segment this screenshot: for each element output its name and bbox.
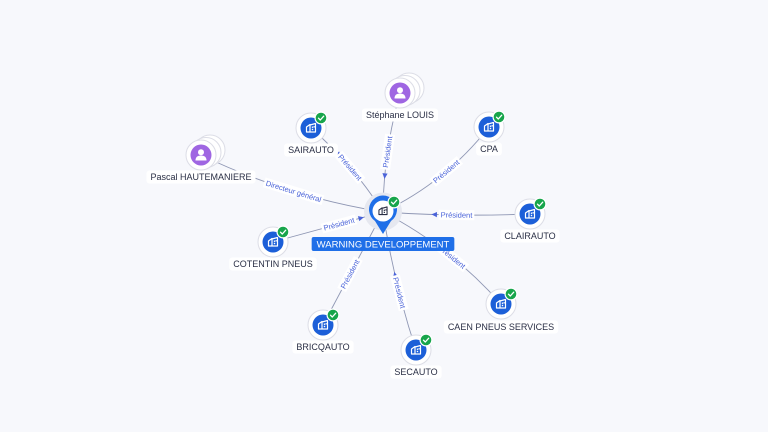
node-cotentin-pneus[interactable]: COTENTIN PNEUS	[229, 225, 317, 271]
edge-label-group: Président	[380, 133, 396, 171]
node-label: Pascal HAUTEMANIERE	[150, 172, 251, 182]
node-label: BRICQAUTO	[296, 342, 349, 352]
node-label: COTENTIN PNEUS	[233, 259, 313, 269]
node-pascal-hautemaniere[interactable]: Pascal HAUTEMANIERE	[146, 134, 256, 184]
verified-check-icon	[504, 287, 518, 301]
nodes: Pascal HAUTEMANIERE Stéphane LOUIS SAIRAUT…	[146, 72, 560, 379]
edge-label-bg	[262, 177, 325, 206]
node-st-phane-louis[interactable]: Stéphane LOUIS	[361, 72, 439, 122]
node-label-group: SAIRAUTO	[284, 143, 338, 157]
node-label-bg	[361, 108, 439, 122]
verified-check-icon	[387, 195, 401, 209]
node-label-group: BRICQAUTO	[292, 340, 354, 354]
node-label-bg	[292, 340, 354, 354]
node-label-bg	[146, 170, 256, 184]
center-node-label: WARNING DEVELOPPEMENT	[317, 240, 450, 251]
edge-label: Président	[323, 215, 357, 232]
center-label-group: WARNING DEVELOPPEMENT	[311, 237, 455, 251]
verified-check-icon	[276, 225, 290, 239]
node-label: SAIRAUTO	[288, 145, 334, 155]
building-icon	[410, 344, 422, 355]
verified-check-icon	[419, 333, 433, 347]
node-label-bg	[443, 320, 559, 334]
edge-label: Président	[441, 210, 474, 219]
node-label-group: Stéphane LOUIS	[361, 108, 439, 122]
verified-check-icon	[533, 197, 547, 211]
node-cpa[interactable]: CPA	[473, 110, 506, 156]
node-label: SECAUTO	[394, 367, 437, 377]
building-icon	[524, 208, 536, 219]
edge-label: Directeur général	[265, 179, 323, 205]
node-label-group: Pascal HAUTEMANIERE	[146, 170, 256, 184]
building-icon	[305, 122, 317, 133]
node-label: CAEN PNEUS SERVICES	[448, 322, 554, 332]
building-icon	[378, 206, 388, 216]
node-clairauto[interactable]: CLAIRAUTO	[500, 197, 560, 243]
node-caen-pneus-services[interactable]: CAEN PNEUS SERVICES	[443, 287, 559, 334]
verified-check-icon	[492, 110, 506, 124]
arrow-head-icon	[431, 211, 438, 218]
edge-label-group: Président	[320, 214, 358, 234]
edge-label-group: Président	[337, 256, 363, 293]
edge-label-group: Président	[390, 274, 409, 312]
edge-label-group: Président	[334, 150, 366, 185]
edge-label-bg	[334, 150, 366, 185]
edge-label-bg	[390, 274, 409, 312]
building-icon	[495, 298, 507, 309]
edge-label-group: Président	[429, 156, 464, 187]
edge-secauto: Président	[382, 211, 417, 351]
edge-label-bg	[438, 209, 475, 221]
edge-label: Président	[391, 276, 408, 310]
node-secauto[interactable]: SECAUTO	[390, 333, 442, 379]
edge-label: Président	[336, 153, 364, 184]
node-label-group: COTENTIN PNEUS	[229, 257, 317, 271]
verified-check-icon	[314, 111, 328, 125]
node-label-group: SECAUTO	[390, 365, 442, 379]
edge-clairauto: Président	[382, 209, 531, 221]
node-label-group: CAEN PNEUS SERVICES	[443, 320, 559, 334]
edge-stephane: Président	[380, 92, 401, 213]
arrow-head-icon	[382, 173, 388, 179]
edge-label-bg	[429, 156, 464, 187]
edge-label-bg	[320, 214, 358, 234]
center-label-bg	[311, 237, 455, 251]
node-label-bg	[476, 142, 502, 156]
building-icon	[267, 236, 279, 247]
node-sairauto[interactable]: SAIRAUTO	[284, 111, 338, 157]
node-label: CLAIRAUTO	[504, 231, 555, 241]
node-label-bg	[284, 143, 338, 157]
node-label-bg	[390, 365, 442, 379]
node-bricqauto[interactable]: BRICQAUTO	[292, 308, 354, 354]
node-label-bg	[500, 229, 560, 243]
building-icon	[483, 121, 495, 132]
edge-label: Président	[339, 257, 362, 290]
edge-label-group: Président	[438, 209, 475, 221]
edge-label: Président	[431, 157, 462, 185]
node-label-group: CLAIRAUTO	[500, 229, 560, 243]
node-label-bg	[229, 257, 317, 271]
verified-check-icon	[326, 308, 340, 322]
center-node-warning-developpement[interactable]: WARNING DEVELOPPEMENT	[311, 192, 455, 252]
node-label: Stéphane LOUIS	[366, 110, 434, 120]
node-label-group: CPA	[476, 142, 502, 156]
node-label: CPA	[480, 144, 498, 154]
arrow-head-icon	[357, 216, 364, 222]
edge-label-bg	[380, 133, 396, 171]
edge-label-bg	[337, 256, 363, 293]
edge-label-group: Directeur général	[262, 177, 325, 206]
person-icon	[394, 87, 406, 99]
building-icon	[317, 319, 329, 330]
person-icon	[195, 149, 207, 161]
